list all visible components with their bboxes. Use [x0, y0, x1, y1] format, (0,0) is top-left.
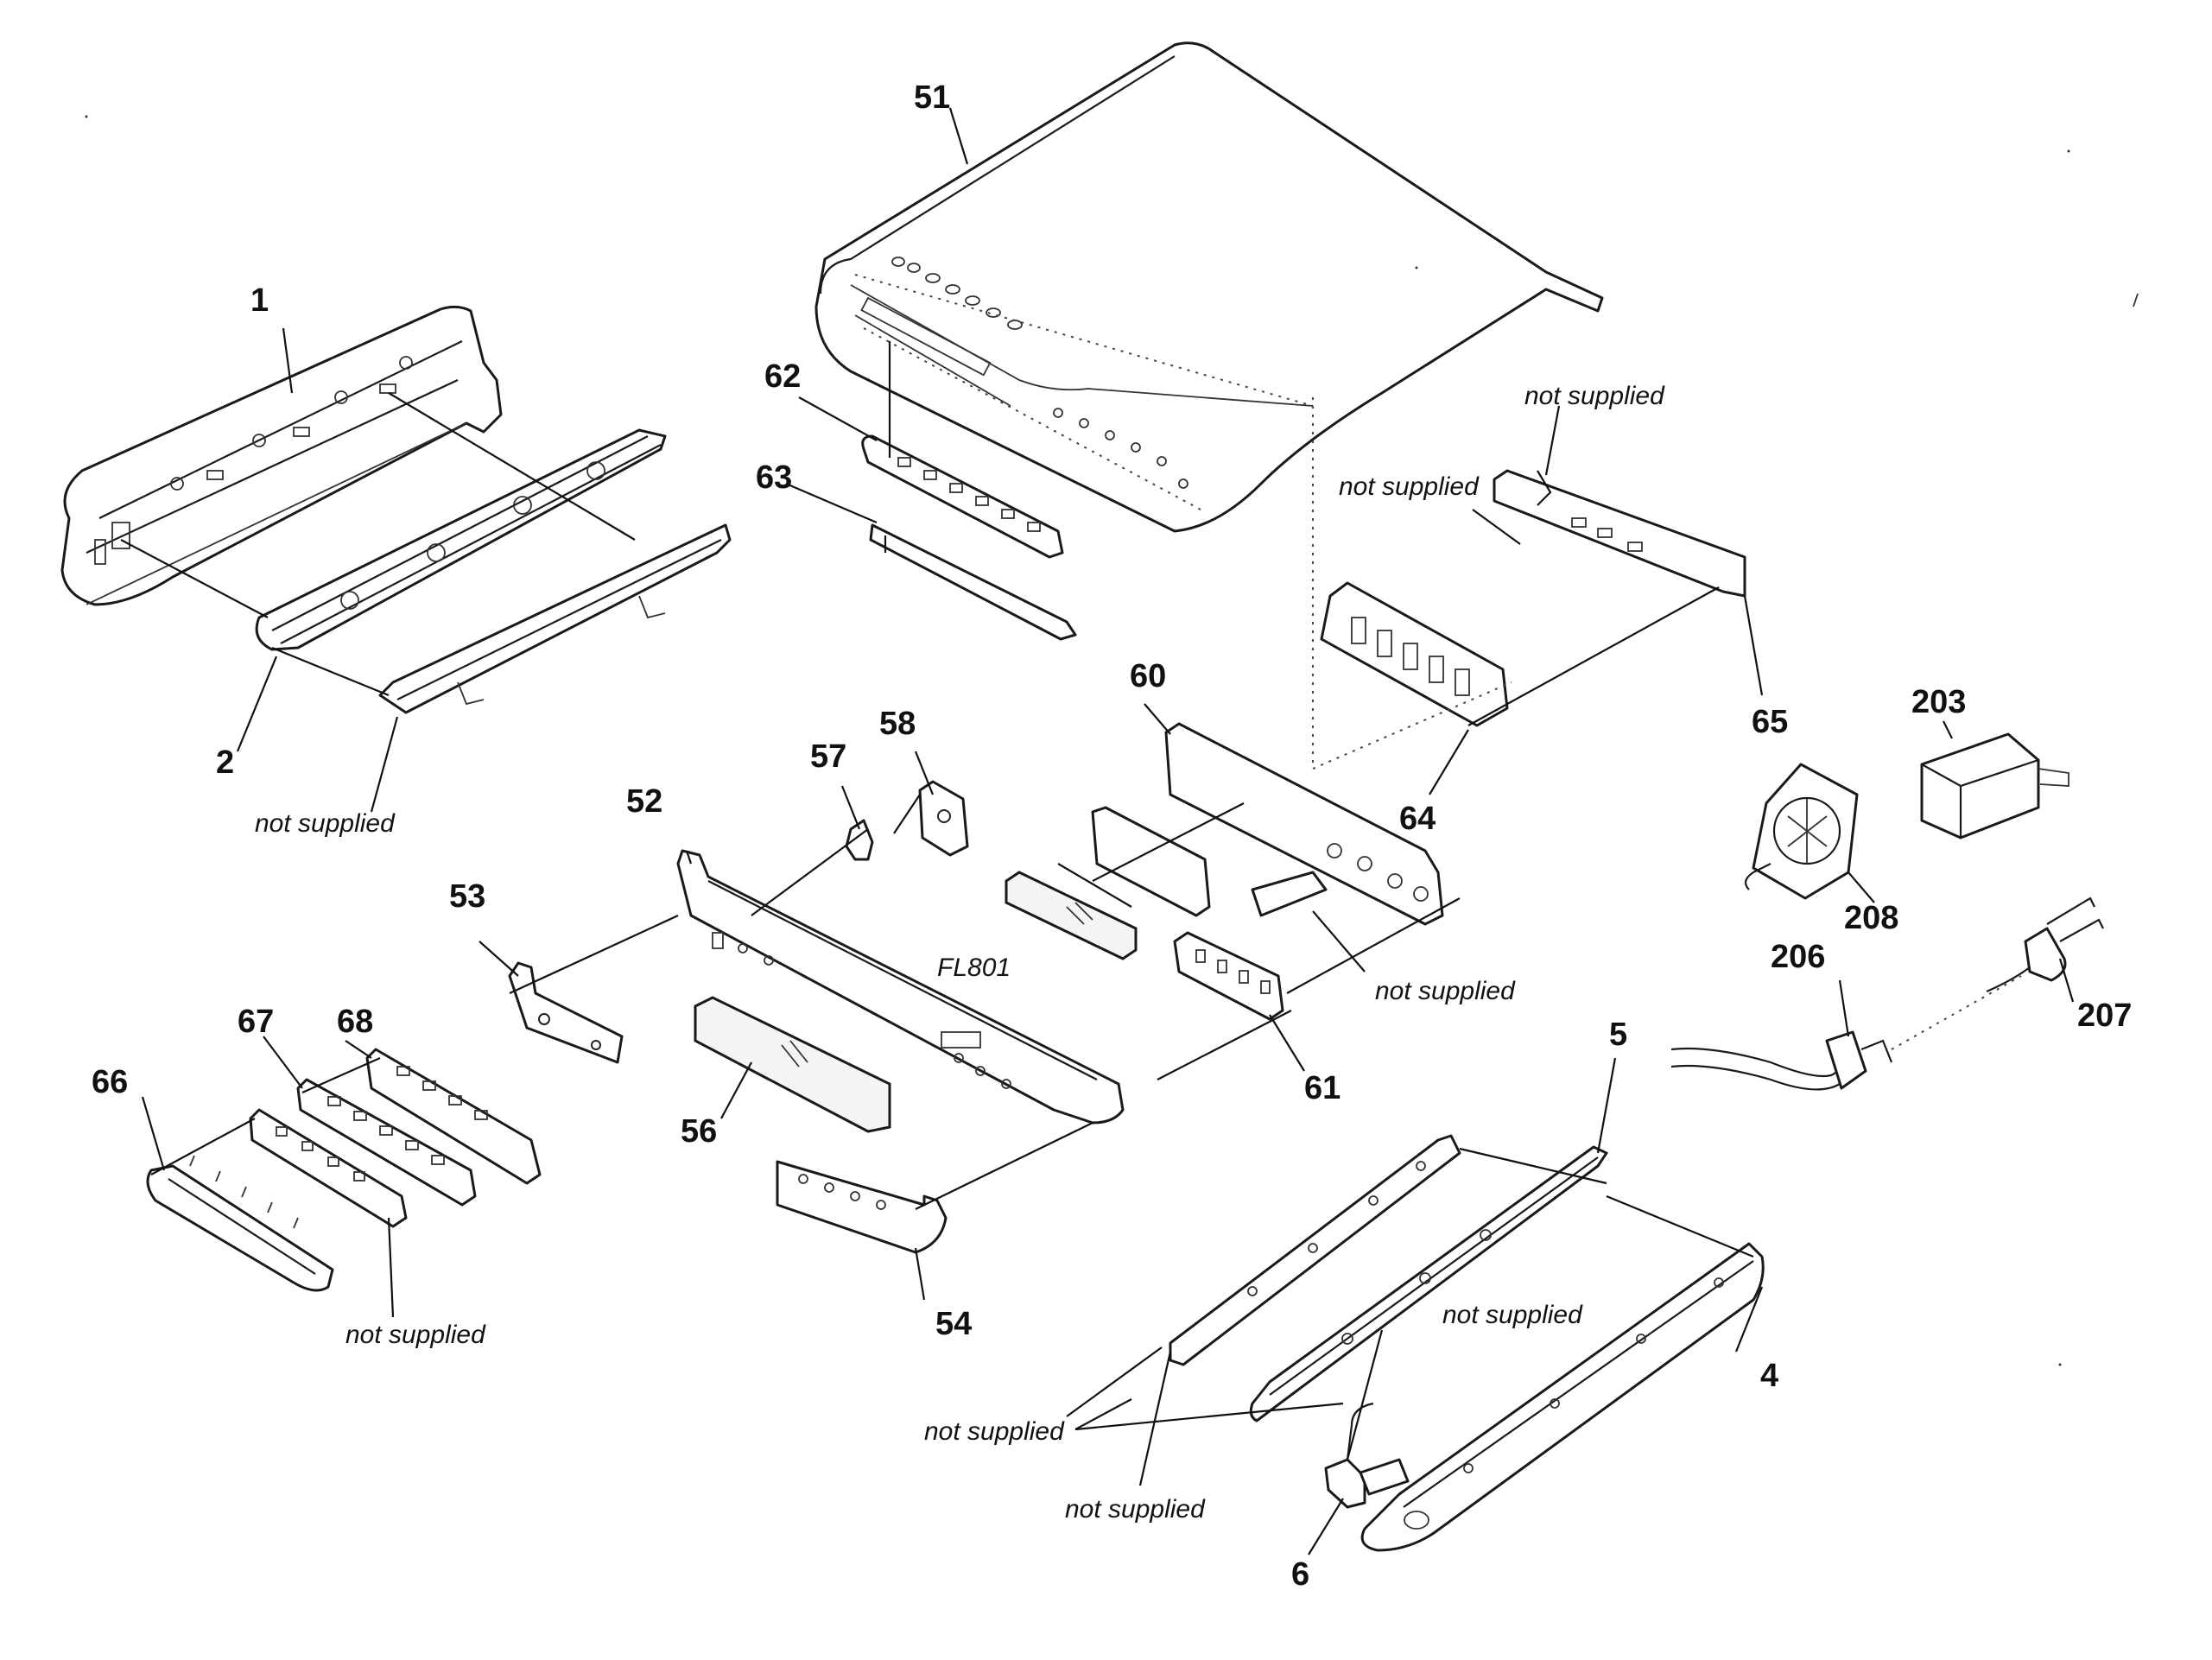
callout-6: 6 — [1291, 1556, 1309, 1593]
callout-208: 208 — [1844, 900, 1898, 936]
callout-203: 203 — [1911, 684, 1966, 720]
callout-58: 58 — [879, 706, 916, 742]
stray-marks — [85, 115, 2139, 1366]
callout-52: 52 — [626, 783, 662, 820]
side-panel-part-4 — [1360, 1242, 1765, 1552]
callout-5: 5 — [1609, 1017, 1627, 1053]
display-bracket — [1091, 806, 1211, 917]
note-not-supplied-4: not supplied — [1375, 977, 1516, 1005]
note-not-supplied-5: not supplied — [1442, 1301, 1583, 1329]
callout-206: 206 — [1771, 939, 1825, 975]
callout-1: 1 — [250, 282, 269, 319]
callout-numbers: 1 2 4 5 6 51 52 53 54 56 57 58 60 61 62 … — [92, 79, 2132, 1593]
jack-board-not-supplied — [249, 1108, 408, 1228]
callout-68: 68 — [337, 1004, 373, 1040]
callout-54: 54 — [935, 1306, 972, 1342]
callout-64: 64 — [1399, 801, 1436, 837]
front-bezel-part-66 — [146, 1155, 334, 1292]
cooling-fan-part-208 — [1744, 763, 1859, 900]
switch-board-part-61 — [1173, 931, 1284, 1021]
front-bracket-not-supplied — [378, 523, 732, 714]
callout-63: 63 — [756, 459, 792, 496]
assembly-lines — [120, 341, 1754, 1460]
callout-61: 61 — [1304, 1070, 1341, 1106]
power-unit-part-203 — [1920, 732, 2069, 840]
callout-2: 2 — [216, 744, 234, 781]
connector-board-part-64 — [1320, 581, 1509, 727]
side-rail-part-5 — [1249, 1145, 1608, 1422]
callout-leaders — [141, 107, 2075, 1555]
note-not-supplied-2: not supplied — [1339, 472, 1480, 501]
callout-56: 56 — [681, 1113, 717, 1150]
fl-holder-part-fl801 — [1005, 871, 1138, 960]
callout-60: 60 — [1130, 658, 1166, 694]
rear-bracket-not-supplied — [1169, 1134, 1461, 1366]
note-not-supplied-3: not supplied — [255, 809, 396, 838]
main-board-part-60 — [1164, 722, 1444, 926]
callout-51: 51 — [914, 79, 950, 116]
callout-66: 66 — [92, 1064, 128, 1100]
note-not-supplied-8: not supplied — [1065, 1495, 1206, 1524]
power-plug-part-207 — [1986, 897, 2104, 993]
side-bracket-part-53 — [508, 961, 624, 1064]
front-panel-part-1 — [60, 305, 503, 606]
callout-65: 65 — [1752, 704, 1788, 740]
callout-207: 207 — [2077, 998, 2132, 1034]
callout-fl801: FL801 — [937, 954, 1011, 982]
front-sub-panel-part-2 — [255, 428, 667, 651]
power-cord-part-206 — [1670, 975, 2022, 1091]
top-cover-part-51 — [814, 41, 1604, 533]
callout-57: 57 — [810, 738, 846, 775]
note-not-supplied-6: not supplied — [345, 1321, 486, 1349]
window-glass-part-56 — [694, 996, 891, 1133]
board-part-65 — [1493, 469, 1746, 598]
switch-part-57 — [845, 819, 874, 861]
callout-4: 4 — [1760, 1358, 1778, 1394]
jack-bracket-part-68 — [365, 1048, 542, 1185]
not-supplied-notes: not supplied not supplied not supplied n… — [255, 382, 1665, 1524]
callout-67: 67 — [238, 1004, 274, 1040]
display-holder-part-63 — [869, 523, 1077, 641]
jack-cover-part-67 — [296, 1078, 477, 1207]
note-not-supplied-7: not supplied — [924, 1417, 1065, 1446]
note-not-supplied-1: not supplied — [1524, 382, 1665, 410]
switch-assembly-part-6 — [1324, 1402, 1410, 1509]
callout-62: 62 — [764, 358, 801, 395]
callout-53: 53 — [449, 878, 485, 915]
sensor-board-part-58 — [918, 780, 969, 857]
